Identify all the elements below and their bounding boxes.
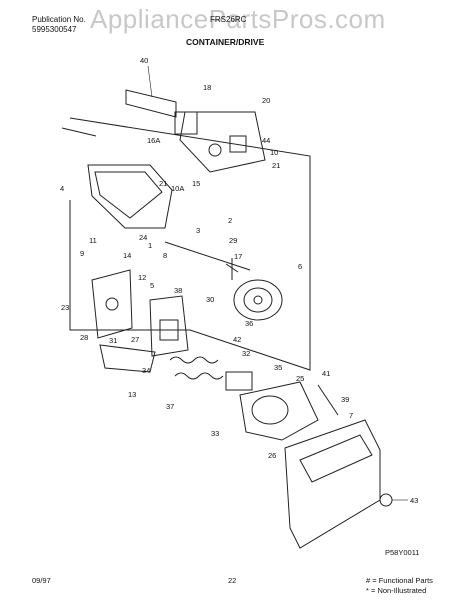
part-13-cover [99, 344, 156, 373]
model-number: FRS26RC [210, 15, 247, 24]
callout-26: 26 [268, 451, 276, 460]
callout-28: 28 [80, 333, 88, 342]
legend-functional: # = Functional Parts [366, 576, 433, 585]
callout-34: 34 [142, 366, 150, 375]
part-17-impeller [225, 258, 239, 280]
callout-32: 32 [242, 349, 250, 358]
part-29-shaft [164, 241, 251, 271]
callout-23: 23 [61, 303, 69, 312]
callout-10: 10 [270, 148, 278, 157]
callout-6: 6 [298, 262, 302, 271]
callout-12: 12 [138, 273, 146, 282]
callout-9: 9 [80, 249, 84, 258]
part-35-switch [225, 371, 253, 391]
callout-1: 1 [148, 241, 152, 250]
callout-10a: 10A [171, 184, 184, 193]
callout-20: 20 [262, 96, 270, 105]
callout-5: 5 [150, 281, 154, 290]
assembly-frame [69, 117, 311, 371]
callout-4: 4 [60, 184, 64, 193]
callout-11: 11 [89, 236, 97, 245]
callout-29: 29 [229, 236, 237, 245]
callout-43: 43 [410, 496, 418, 505]
part-6-wheel [233, 279, 283, 321]
callout-37: 37 [166, 402, 174, 411]
callout-41: 41 [322, 369, 330, 378]
section-title: CONTAINER/DRIVE [186, 37, 265, 47]
publication-label: Publication No. [32, 15, 86, 24]
callout-3: 3 [196, 226, 200, 235]
callout-13: 13 [128, 390, 136, 399]
callout-14: 14 [123, 251, 131, 260]
callout-labels: 40 18 20 16A 44 10 21 15 4 21 10A 2 24 1… [60, 56, 418, 505]
callout-16a: 16A [147, 136, 160, 145]
callout-24: 24 [139, 233, 147, 242]
part-39-screw [317, 384, 339, 416]
callout-39: 39 [341, 395, 349, 404]
part-43-knob [379, 493, 408, 507]
callout-18: 18 [203, 83, 211, 92]
part-40-plate [125, 65, 177, 118]
callout-21-top: 21 [272, 161, 280, 170]
part-25-housing [239, 381, 319, 441]
callout-7: 7 [349, 411, 353, 420]
callout-17: 17 [234, 252, 242, 261]
callout-30: 30 [206, 295, 214, 304]
callout-38: 38 [174, 286, 182, 295]
legend-non-illustrated: * = Non-Illustrated [366, 586, 427, 595]
callout-33: 33 [211, 429, 219, 438]
diagram-code: P58Y0011 [385, 548, 420, 557]
watermark-text: AppliancePartsPros.com [90, 4, 386, 34]
callout-25: 25 [296, 374, 304, 383]
part-23-door-plate [91, 269, 133, 339]
callout-40: 40 [140, 56, 148, 65]
callout-36: 36 [245, 319, 253, 328]
callout-42: 42 [233, 335, 241, 344]
publication-number: 5995300547 [32, 25, 77, 34]
callout-35: 35 [274, 363, 282, 372]
callout-31: 31 [109, 336, 117, 345]
part-7-chute [284, 419, 381, 549]
part-38-bracket [149, 295, 189, 357]
callout-21-mid: 21 [159, 179, 167, 188]
callout-15: 15 [192, 179, 200, 188]
callout-44: 44 [262, 136, 270, 145]
callout-2: 2 [228, 216, 232, 225]
part-37-springs [169, 356, 224, 380]
callout-8: 8 [163, 251, 167, 260]
page-number: 22 [228, 576, 237, 585]
part-4-container [87, 164, 173, 229]
callout-27: 27 [131, 335, 139, 344]
footer-date: 09/97 [32, 576, 51, 585]
